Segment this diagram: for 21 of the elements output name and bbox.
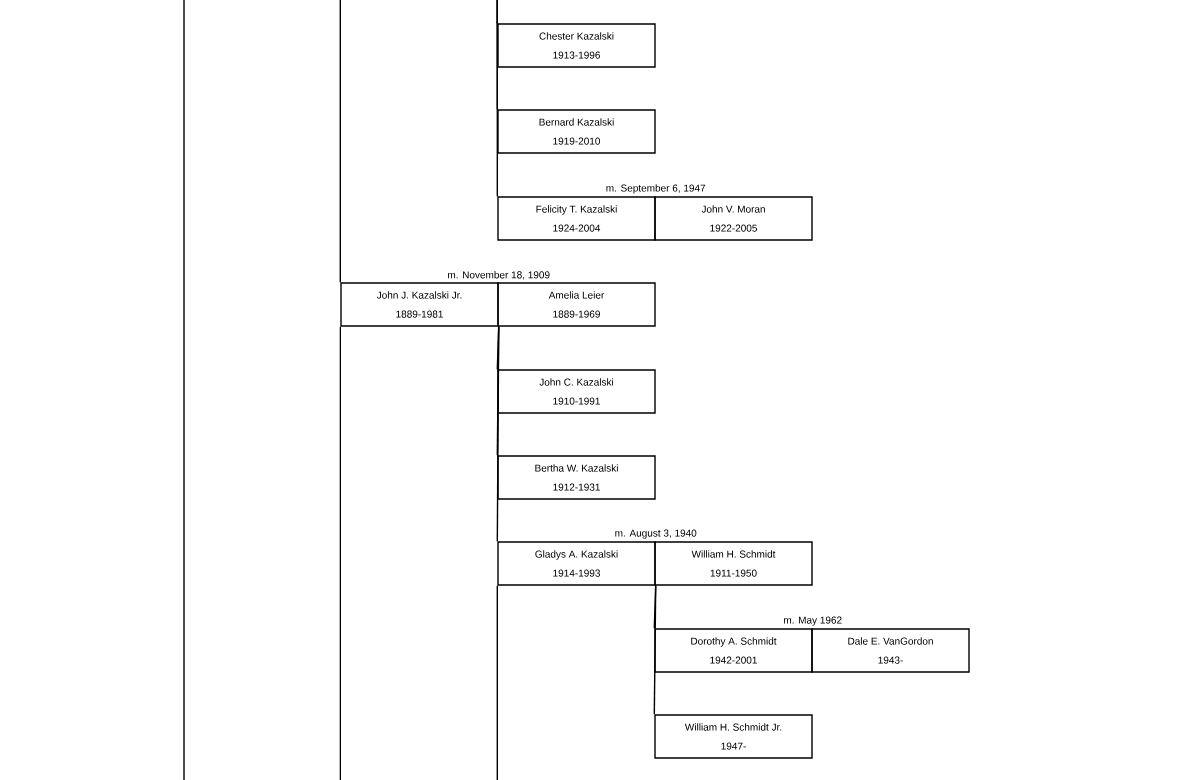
person-box: Felicity T. Kazalski 1924-2004 [497, 196, 656, 241]
tree-line [496, 0, 498, 197]
marriage-label: m. August 3, 1940 [615, 529, 697, 539]
marriage-label: m. May 1962 [784, 616, 842, 626]
person-box: William H. Schmidt 1911-1950 [654, 541, 813, 586]
marriage-label: m. November 18, 1909 [448, 271, 550, 280]
person-box: Gladys A. Kazalski 1914-1993 [497, 541, 656, 586]
tree-line [496, 326, 500, 542]
person-box: Dorothy A. Schmidt 1942-2001 [654, 628, 813, 673]
tree-line [339, 0, 341, 283]
person-box: Bertha W. Kazalski 1912-1931 [497, 455, 656, 500]
person-box: Amelia Leier 1889-1969 [497, 282, 656, 327]
tree-line [653, 585, 657, 715]
person-box: Bernard Kazalski 1919-2010 [497, 109, 656, 154]
person-box: Dale E. VanGordon 1943- [811, 628, 970, 673]
person-box: William H. Schmidt Jr. 1947- [654, 714, 813, 759]
person-box: Chester Kazalski 1913-1996 [497, 23, 656, 68]
person-box: John C. Kazalski 1910-1991 [497, 369, 656, 414]
person-box: John V. Moran 1922-2005 [654, 196, 813, 241]
person-box: John J. Kazalski Jr. 1889-1981 [340, 282, 499, 327]
marriage-label: m. September 6, 1947 [606, 184, 706, 194]
